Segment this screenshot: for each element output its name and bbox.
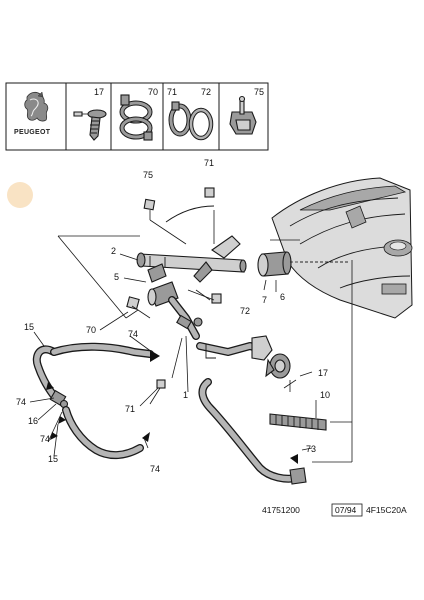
footer-date-code: 07/94 [335,505,357,515]
hose-clamp-icon [119,94,153,141]
band-clamp-icon [188,107,214,141]
frame-lines [57,235,353,463]
callout-10: 10 [320,390,330,400]
callout-74-bottom: 74 [150,464,160,474]
callout-16: 16 [28,416,38,426]
callout-75-top: 75 [143,170,153,180]
parts-box-label-17: 17 [94,87,104,97]
callout-leaders [29,253,317,457]
parts-box-label-70: 70 [148,87,158,97]
callout-72: 72 [240,306,250,316]
footer-ref-number: 41751200 [262,505,300,515]
date-code-box [331,503,363,517]
accent-dot [7,182,33,208]
callout-71-bottom: 71 [125,404,135,414]
clamp-markers [46,187,298,464]
ribbed-hose-10 [269,413,327,431]
callout-6: 6 [280,292,285,302]
callout-73: 73 [306,444,316,454]
callout-17: 17 [318,368,328,378]
callout-1: 1 [183,390,188,400]
callout-71-top: 71 [204,158,214,168]
fuel-hoses [32,342,327,485]
fuel-tank [271,177,413,319]
parts-box-label-72: 72 [201,87,211,97]
callout-15-top: 15 [24,322,34,332]
callout-labels: 75 71 2 5 7 6 72 70 74 15 74 16 74 15 71… [16,158,330,474]
footer-codes: 41751200 07/94 4F15C20A [262,503,407,517]
callout-7: 7 [262,295,267,305]
parts-box-label-71: 71 [167,87,177,97]
callout-74-left: 74 [16,397,26,407]
ring-clamp-icon [168,101,192,137]
bracket-clip-icon [229,95,257,135]
peugeot-lion-logo [24,91,49,122]
brand-name: PEUGEOT [14,129,51,136]
parts-strip: PEUGEOT 17 70 71 72 [5,82,269,151]
callout-5: 5 [114,272,119,282]
push-clip-icon [73,109,107,141]
callout-2: 2 [111,246,116,256]
footer-drawing-code: 4F15C20A [366,505,407,515]
callout-74-mid: 74 [128,329,138,339]
callout-15-low: 15 [48,454,58,464]
callout-70: 70 [86,325,96,335]
filler-neck-assembly [136,235,350,392]
callout-74-low: 74 [40,434,50,444]
parts-box-label-75: 75 [254,87,264,97]
